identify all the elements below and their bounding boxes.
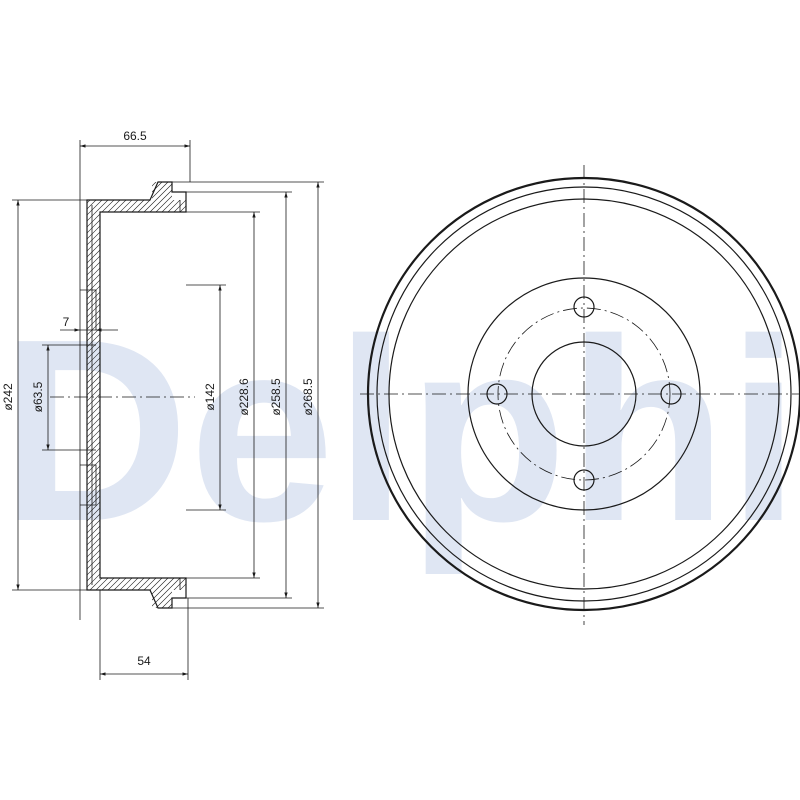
dim-outer-diameter: ø242 — [1, 383, 15, 411]
dim-overall-width: 66.5 — [123, 129, 147, 143]
drum-section-outline — [86, 181, 187, 609]
dim-braking-diameter: ø228.6 — [237, 378, 251, 416]
hatch-line — [87, 182, 186, 259]
drum-braking-surface — [388, 198, 780, 590]
hub-step-top — [80, 289, 97, 331]
dim-bolt-circle: ø142 — [203, 383, 217, 411]
watermark-logo: Delphi — [0, 286, 800, 577]
front-view — [360, 165, 800, 625]
hatch-line — [80, 60, 200, 180]
hatch-line — [80, 6, 200, 126]
drum-outer-rim — [366, 176, 800, 612]
bolt-circle — [497, 307, 671, 481]
bolt-hole-left — [486, 383, 508, 405]
hub-flange — [467, 277, 701, 511]
hatch-line — [80, 48, 200, 168]
hatch-line — [80, 18, 200, 138]
hatch-line — [87, 182, 186, 205]
hub-step-bottom — [80, 464, 97, 506]
hatch-line — [87, 182, 186, 187]
dim-mounting-width: 54 — [137, 654, 151, 668]
center-bore — [531, 341, 637, 447]
bolt-hole-bottom — [573, 469, 595, 491]
dim-max-diameter: ø268.5 — [301, 378, 315, 416]
hatch-line — [87, 182, 186, 247]
hatch-line — [87, 575, 186, 608]
bolt-hole-top — [573, 296, 595, 318]
hatch-line — [87, 182, 186, 217]
dim-rim-diameter: ø258.5 — [269, 378, 283, 416]
hatch-line — [87, 182, 186, 229]
hatch-line — [80, 24, 200, 144]
hatch-line — [80, 42, 200, 162]
hatch-line — [80, 54, 200, 174]
drum-rim-inner — [376, 186, 792, 602]
dim-center-bore: ø63.5 — [31, 381, 45, 412]
hatch-line — [80, 0, 200, 120]
hatch-line — [87, 182, 186, 223]
hatch-line — [80, 12, 200, 132]
dim-hub-offset: 7 — [63, 315, 70, 329]
bolt-hole-right — [660, 383, 682, 405]
